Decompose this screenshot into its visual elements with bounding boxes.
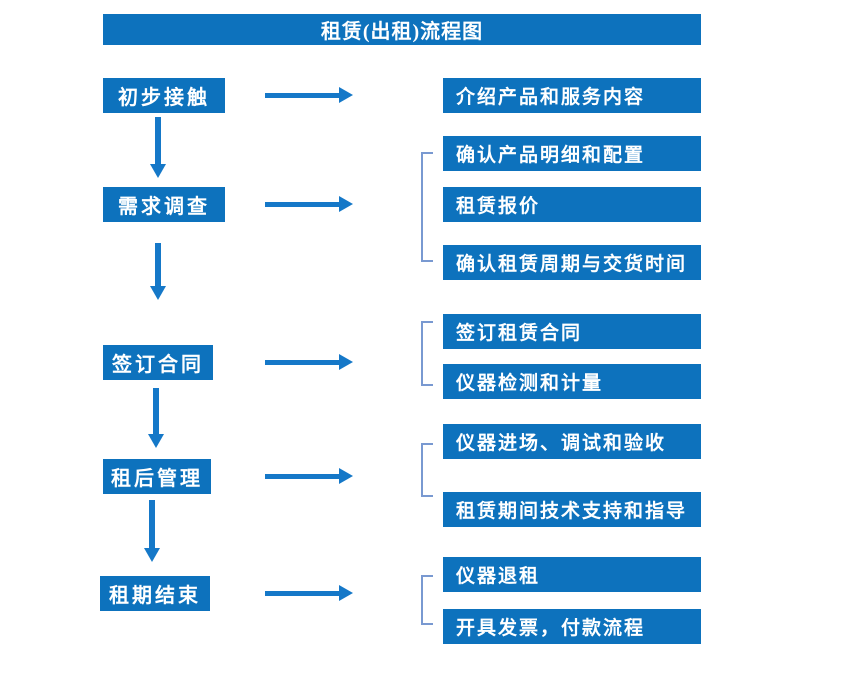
detail-box-confirm-product-spec: 确认产品明细和配置 — [443, 136, 701, 171]
stage-box-sign-contract: 签订合同 — [103, 345, 213, 380]
detail-box-tech-support: 租赁期间技术支持和指导 — [443, 492, 701, 527]
detail-box-sign-rental-contract: 签订租赁合同 — [443, 314, 701, 349]
bracket-demand-survey-group — [421, 152, 433, 262]
stage-box-rental-end: 租期结束 — [100, 576, 210, 611]
detail-box-instrument-setup: 仪器进场、调试和验收 — [443, 424, 701, 459]
detail-box-instrument-check: 仪器检测和计量 — [443, 364, 701, 399]
detail-box-rental-quote: 租赁报价 — [443, 187, 701, 222]
detail-box-instrument-return: 仪器退租 — [443, 557, 701, 592]
stage-box-demand-survey: 需求调查 — [103, 187, 225, 222]
stage-box-initial-contact: 初步接触 — [103, 78, 225, 113]
stage-box-post-rental: 租后管理 — [103, 459, 211, 494]
bracket-rental-end-group — [421, 575, 433, 625]
bracket-sign-contract-group — [421, 321, 433, 386]
detail-box-confirm-period: 确认租赁周期与交货时间 — [443, 245, 701, 280]
bracket-post-rental-group — [421, 443, 433, 497]
detail-box-introduce-products: 介绍产品和服务内容 — [443, 78, 701, 113]
detail-box-invoice-payment: 开具发票，付款流程 — [443, 609, 701, 644]
flowchart-title: 租赁(出租)流程图 — [103, 14, 701, 45]
